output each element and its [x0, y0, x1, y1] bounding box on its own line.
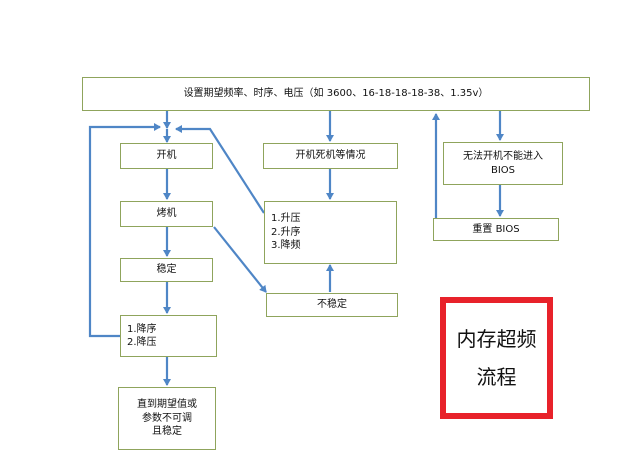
node-boot: 开机	[120, 143, 213, 169]
node-reduce: 1.降序 2.降压	[120, 315, 217, 357]
node-bake-label: 烤机	[156, 208, 177, 220]
node-bake: 烤机	[120, 201, 213, 227]
node-unstable: 不稳定	[266, 293, 398, 317]
node-final-line-2: 参数不可调	[142, 412, 192, 424]
node-reduce-line-2: 2.降压	[127, 337, 157, 348]
diagram-title-line-2: 流程	[476, 365, 517, 389]
arrow-raise-to-junction	[175, 125, 265, 214]
arrow-reduce-loop	[88, 123, 161, 338]
diagram-title-line-1: 内存超频	[456, 327, 537, 351]
node-no-bios: 无法开机不能进入 BIOS	[443, 142, 563, 185]
node-reset-bios-label: 重置 BIOS	[472, 223, 520, 235]
node-unstable-label: 不稳定	[317, 299, 347, 311]
node-boot-label: 开机	[156, 150, 177, 162]
node-raise: 1.升压 2.升序 3.降频	[264, 201, 397, 264]
node-settings: 设置期望频率、时序、电压（如 3600、16-18-18-18-38、1.35v…	[82, 77, 590, 111]
node-crash-label: 开机死机等情况	[295, 150, 366, 162]
node-stable: 稳定	[120, 258, 213, 282]
node-reset-bios: 重置 BIOS	[433, 218, 559, 241]
node-reduce-line-1: 1.降序	[127, 323, 157, 335]
node-no-bios-line-1: 无法开机不能进入	[463, 151, 543, 162]
arrow-bake-to-unstable	[213, 226, 267, 293]
node-final-line-3: 且稳定	[152, 426, 182, 438]
node-stable-label: 稳定	[156, 264, 177, 276]
diagram-title-box: 内存超频 流程	[440, 297, 553, 419]
node-final: 直到期望值或 参数不可调 且稳定	[118, 387, 216, 450]
node-crash: 开机死机等情况	[263, 143, 398, 169]
node-final-line-1: 直到期望值或	[137, 399, 197, 411]
node-raise-line-2: 2.升序	[271, 226, 301, 238]
node-settings-label: 设置期望频率、时序、电压（如 3600、16-18-18-18-38、1.35v…	[183, 88, 489, 100]
node-no-bios-line-2: BIOS	[490, 164, 516, 176]
node-raise-line-3: 3.降频	[271, 240, 301, 252]
node-raise-line-1: 1.升压	[271, 213, 301, 225]
